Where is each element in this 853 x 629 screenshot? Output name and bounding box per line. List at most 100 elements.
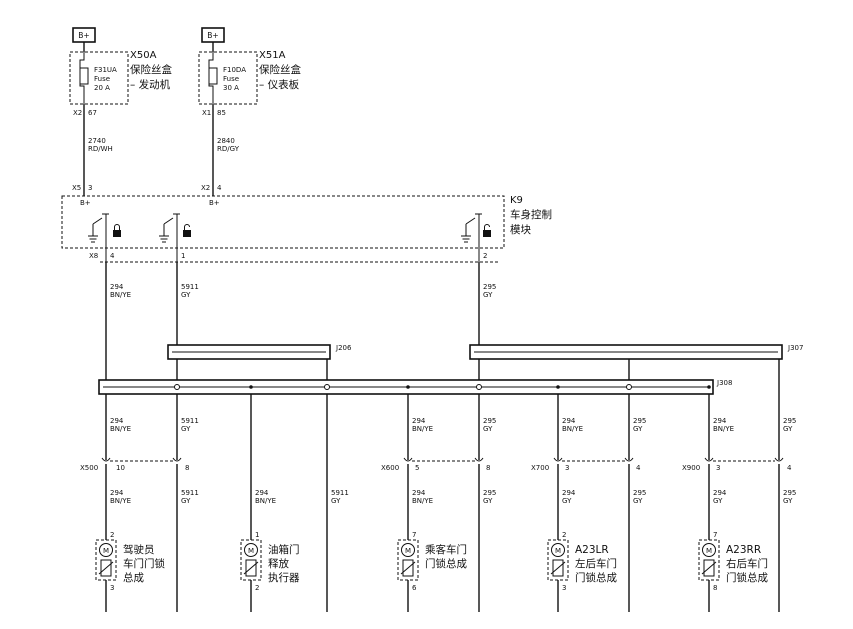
actuator-name: 油箱门 [268,543,300,556]
connector-x500: X500 10 8 [80,457,189,472]
lower-wire-color: BN/YE [110,425,131,433]
lower-wire-color: BN/YE [412,425,433,433]
splice-j308: J308 [98,379,732,395]
actuator-name: 乘客车门 [425,543,467,556]
bottom-wire-circuit: 295 [633,489,646,497]
fuse-b-conn: X1 [202,109,211,117]
actuator-passenger-door-lock: 7 M 6 乘客车门 门锁总成 [397,531,467,612]
lower-wire-circuit: 295 [783,417,796,425]
bcm-name-2: 模块 [510,224,531,236]
battery-terminal-a-label: B+ [78,31,89,40]
bcm-in-b-label: B+ [209,199,220,207]
unlock-icon [183,230,191,237]
supply-wire-b-circuit: 2840 [217,137,235,145]
actuator-fuel-door-release: 1 M 2 油箱门 释放 执行器 [240,531,300,612]
bottom-wire-color: BN/YE [412,497,433,505]
bottom-wire-color: GY [181,497,191,505]
motor-label: M [248,547,254,555]
bottom-wire-circuit: 5911 [181,489,199,497]
lower-wire-color: GY [633,425,643,433]
bcm-in-a-label: B+ [80,199,91,207]
fuse-a-rating: 20 A [94,84,110,92]
connector-pin: 8 [486,464,490,472]
supply-wire-b-color: RD/GY [217,145,240,153]
fuse-box-b-name-2: – 仪表板 [259,78,300,91]
bottom-wire-circuit: 295 [783,489,796,497]
motor-label: M [405,547,411,555]
bottom-wire-circuit: 294 [713,489,727,497]
bottom-wire-color: GY [633,497,643,505]
fuse-b-name: F10DA [223,66,246,74]
lower-wire-circuit: 294 [713,417,727,425]
actuator-name: 总成 [123,571,144,584]
actuator-driver-door-lock: 2 M 3 驾驶员 车门门锁 总成 [95,531,165,612]
connector-pin: 10 [116,464,125,472]
bottom-wire-color: BN/YE [110,497,131,505]
actuator-left-rear-door-lock: 2 M 3 A23LR 左后车门 门锁总成 [547,531,617,612]
actuator-pin-bottom: 8 [713,584,717,592]
fuse-b-rating: 30 A [223,84,239,92]
supply-wire-a-circuit: 2740 [88,137,106,145]
supply-wire-a-color: RD/WH [88,145,113,153]
lower-wire-circuit: 294 [562,417,576,425]
fuse-b-path [208,52,214,104]
bcm-in-b-pin: 4 [217,184,222,192]
bcm-switch-1 [88,213,121,262]
connector-id: X500 [80,464,98,472]
connector-x900: X900 3 4 [682,457,792,472]
connector-id: X600 [381,464,399,472]
actuator-pin-bottom: 3 [110,584,114,592]
actuator-pin-bottom: 3 [562,584,566,592]
actuator-pin-top: 1 [255,531,259,539]
fuse-b-symbol [208,67,218,85]
lower-wire-circuit: 295 [483,417,496,425]
fuse-a-pin: 67 [88,109,97,117]
motor-icon [551,543,565,557]
lower-wire-color: BN/YE [713,425,734,433]
actuator-pin-top: 2 [110,531,114,539]
actuator-name: 释放 [268,557,289,570]
actuator-name: 执行器 [268,571,300,584]
motor-icon [99,543,113,557]
bottom-wire-color: GY [562,497,572,505]
lower-wire-color: GY [181,425,191,433]
bcm-wire-2-circuit: 5911 [181,283,199,291]
lower-wire-color: GY [783,425,793,433]
bottom-wire-circuit: 294 [562,489,576,497]
bottom-wire-color: GY [483,497,493,505]
lock-icon-shackle [114,224,120,230]
actuator-name: 驾驶员 [123,543,155,556]
connector-pin: 4 [636,464,641,472]
bcm-out-conn: X8 [89,252,98,260]
lower-wire-circuit: 5911 [181,417,199,425]
motor-icon [702,543,716,557]
fuse-b-pin: 85 [217,109,226,117]
lower-wire-circuit: 294 [110,417,124,425]
splice-j308-label: J308 [716,379,732,387]
motor-icon [244,543,258,557]
bottom-wire-labels: 294 BN/YE 5911 GY 294 BN/YE 5911 GY 294 … [110,489,796,505]
bcm-wire-3-color: GY [483,291,493,299]
body-control-module: X5 3 X2 4 B+ B+ K9 车身控制 模块 [61,184,552,263]
bottom-wire-color: GY [331,497,341,505]
fuse-box-b-name-1: 保险丝盒 [259,63,301,76]
fuse-box-a-name-2: – 发动机 [130,78,171,91]
connector-pin: 4 [787,464,792,472]
motor-label: M [103,547,109,555]
bottom-wire-color: BN/YE [255,497,276,505]
bcm-wire-1-color: BN/YE [110,291,131,299]
bottom-wire-circuit: 294 [412,489,426,497]
motor-label: M [555,547,561,555]
bottom-wire-color: GY [783,497,793,505]
connector-pin: 3 [565,464,569,472]
lower-wire-circuit: 294 [412,417,426,425]
fuse-b-block: B+ F10DA Fuse 30 A X51A 保险丝盒 – 仪表板 X1 85 [198,27,301,117]
splice-j206-label: J206 [335,344,352,352]
splice-j307-label: J307 [787,344,803,352]
actuator-name: A23RR [726,544,761,556]
bcm-out-pin-1: 4 [110,252,115,260]
fuse-a-conn: X2 [73,109,82,117]
bottom-wire-circuit: 295 [483,489,496,497]
lower-wire-circuit: 295 [633,417,646,425]
